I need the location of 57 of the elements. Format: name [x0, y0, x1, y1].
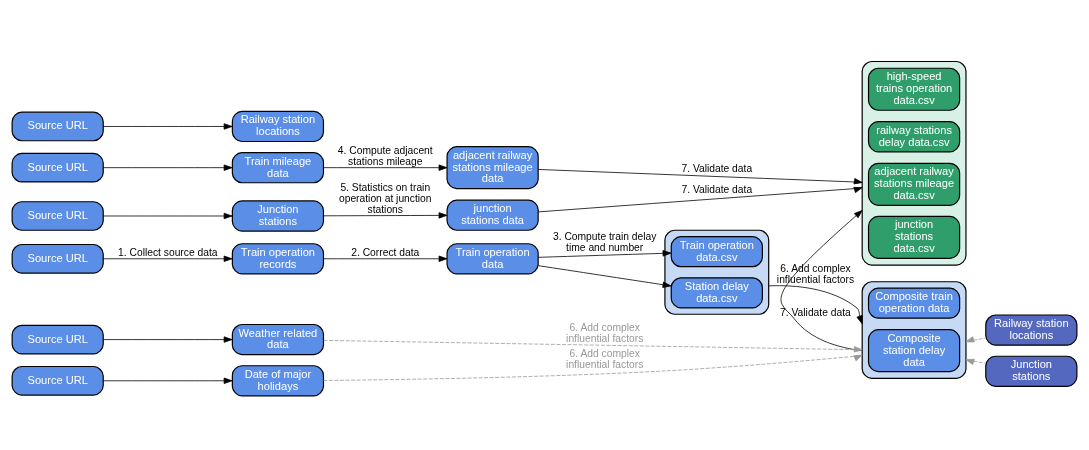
node-box: Source URL	[11, 152, 104, 183]
arrow	[102, 212, 233, 219]
arrow	[965, 335, 986, 342]
node-box: Source URL	[11, 243, 104, 274]
arrow	[102, 377, 233, 384]
arrow	[323, 255, 448, 262]
edge-label: 6. Add complex influential factors	[566, 321, 644, 344]
node-box: Date of major holidays	[231, 364, 325, 396]
edge-label: 7. Validate data	[681, 183, 753, 195]
node-box: railway stations delay data.csv	[867, 120, 961, 152]
edge-label: 1. Collect source data	[118, 246, 218, 258]
node-box: Railway station locations	[985, 313, 1078, 346]
arrow	[102, 164, 233, 171]
node-box: adjacent railway stations mileage data.csv	[867, 162, 961, 206]
arrow	[102, 255, 233, 262]
node-box: Source URL	[11, 111, 104, 141]
node-box: adjacent railway stations mileage data	[446, 145, 539, 189]
arrow	[537, 168, 863, 184]
node-box: high-speed trains operation data.csv	[867, 67, 961, 111]
arrow	[323, 339, 863, 352]
node-box: Weather related data	[231, 323, 325, 355]
edge-label: 2. Correct data	[351, 246, 420, 258]
node-box: junction stations data.csv	[867, 215, 961, 259]
arrow	[768, 284, 863, 324]
node-box: Train operation data	[446, 242, 539, 274]
edge-label: 7. Validate data	[681, 162, 753, 174]
node-box: Composite station delay data	[867, 328, 961, 372]
node-box: Source URL	[11, 200, 104, 231]
edge-label: 3. Compute train delay time and number	[552, 230, 657, 253]
edge-label: 6. Add complex influential factors	[776, 262, 855, 285]
node-box: Junction stations	[231, 199, 325, 232]
node-box: Railway station locations	[231, 110, 325, 142]
arrow	[323, 354, 863, 381]
node-box: Source URL	[11, 365, 104, 396]
arrow	[780, 209, 863, 351]
node-box: Source URL	[11, 324, 104, 354]
edge-label: 7. Validate data	[780, 306, 851, 318]
arrow	[323, 164, 448, 171]
arrow	[102, 122, 233, 130]
node-box: Train operation records	[231, 242, 325, 274]
node-box: Composite train operation data	[867, 287, 961, 319]
cluster	[861, 60, 967, 266]
edge-label: 6. Add complex influential factors	[566, 347, 644, 370]
node-box: Train mileage data	[231, 151, 325, 183]
arrow	[537, 249, 672, 258]
arrow	[537, 264, 672, 288]
arrow	[323, 211, 448, 219]
node-box: Station delay data.csv	[670, 276, 763, 308]
arrow	[537, 186, 863, 212]
node-box: Train operation data.csv	[670, 235, 763, 267]
node-box: junction stations data	[446, 199, 539, 231]
arrow	[102, 335, 233, 343]
node-box: Junction stations	[985, 355, 1078, 387]
edge-label: 4. Compute adjacent stations mileage	[337, 144, 433, 167]
cluster	[861, 280, 967, 379]
edge-label: 5. Statistics on train operation at junction stations	[338, 181, 432, 215]
arrow	[965, 358, 986, 365]
